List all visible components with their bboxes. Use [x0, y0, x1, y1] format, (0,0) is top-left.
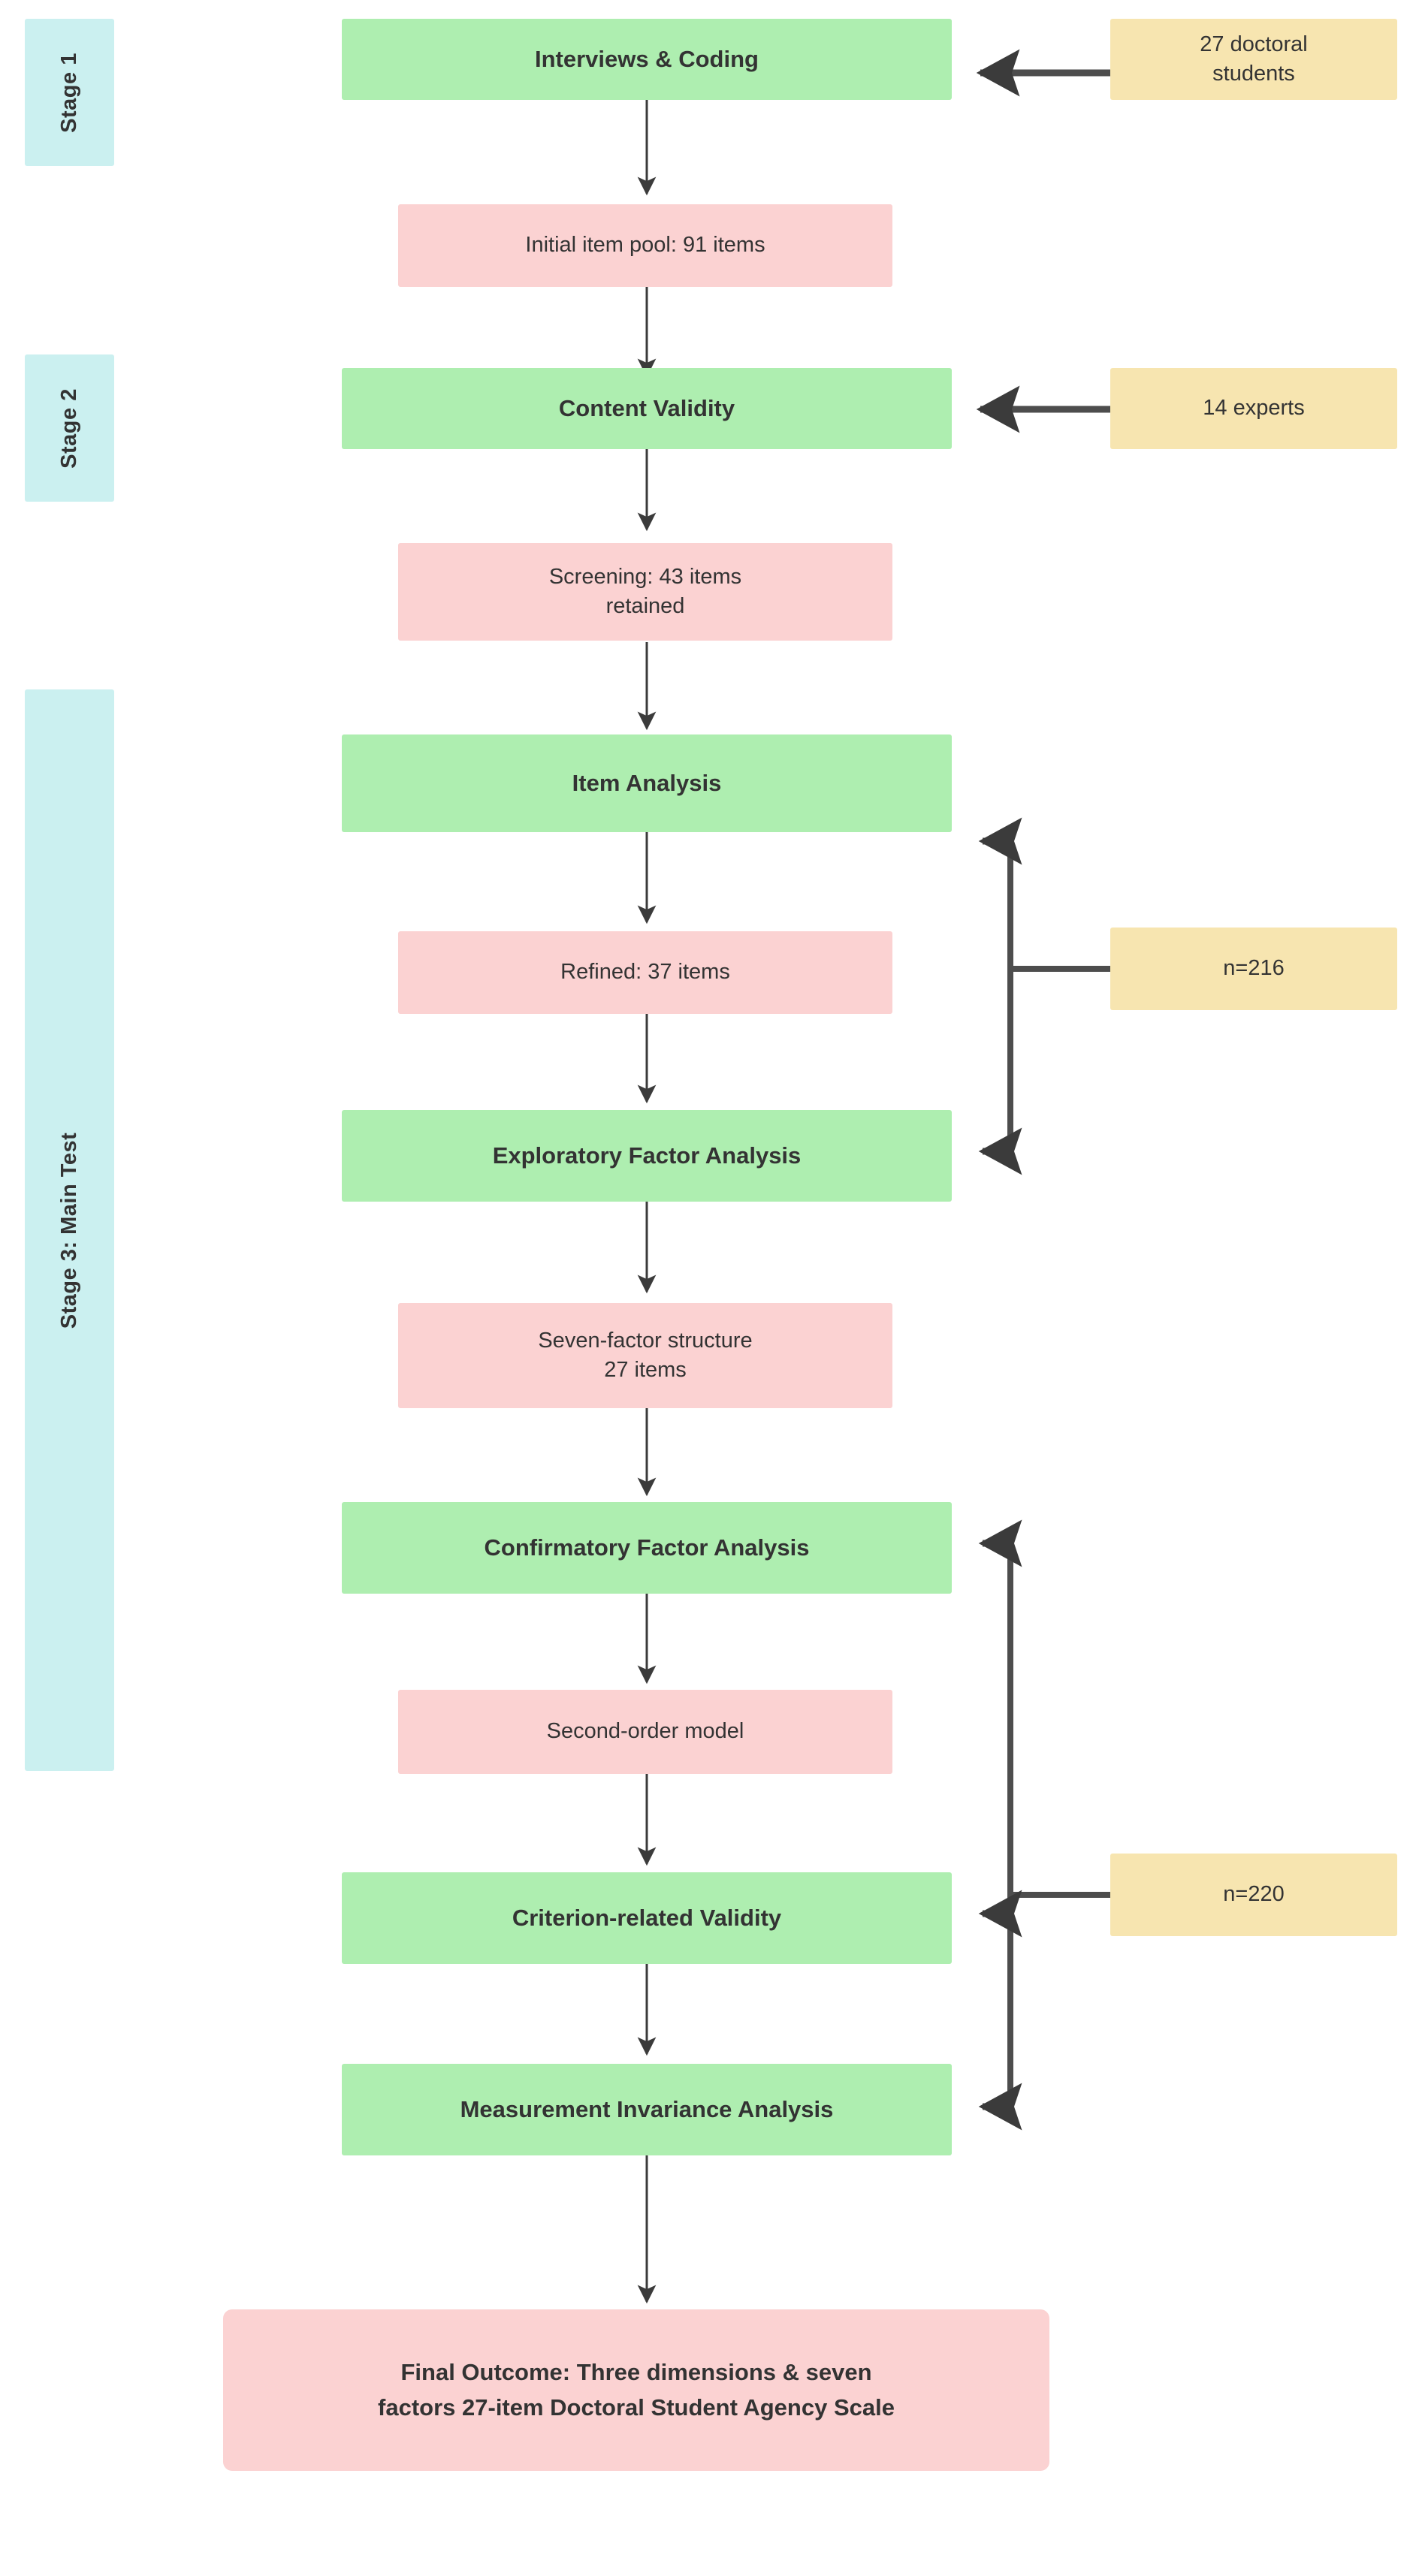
node-measurement-invariance[interactable]: Measurement Invariance Analysis: [342, 2064, 952, 2155]
node-item-analysis[interactable]: Item Analysis: [342, 734, 952, 832]
node-screening[interactable]: Screening: 43 items retained: [398, 543, 892, 641]
edge-n220-bracket-upper: [1007, 1543, 1110, 1898]
node-refined[interactable]: Refined: 37 items: [398, 931, 892, 1014]
stage-band-1-label: Stage 1: [56, 52, 81, 133]
stage-band-1: Stage 1: [25, 19, 114, 166]
node-interviews-coding[interactable]: Interviews & Coding: [342, 19, 952, 100]
node-seven-factor-structure[interactable]: Seven-factor structure 27 items: [398, 1303, 892, 1408]
node-final-outcome[interactable]: Final Outcome: Three dimensions & seven …: [223, 2309, 1049, 2471]
node-sample-doctoral-students[interactable]: 27 doctoral students: [1110, 19, 1397, 100]
node-initial-item-pool[interactable]: Initial item pool: 91 items: [398, 204, 892, 287]
edge-n216-bracket-upper: [1007, 841, 1110, 972]
node-criterion-related-validity[interactable]: Criterion-related Validity: [342, 1872, 952, 1964]
node-cfa[interactable]: Confirmatory Factor Analysis: [342, 1502, 952, 1594]
node-efa[interactable]: Exploratory Factor Analysis: [342, 1110, 952, 1202]
node-sample-n216[interactable]: n=216: [1110, 928, 1397, 1010]
stage-band-3: Stage 3: Main Test: [25, 689, 114, 1771]
node-second-order-model[interactable]: Second-order model: [398, 1690, 892, 1774]
node-sample-n220[interactable]: n=220: [1110, 1854, 1397, 1936]
node-sample-experts[interactable]: 14 experts: [1110, 368, 1397, 449]
node-content-validity[interactable]: Content Validity: [342, 368, 952, 449]
stage-band-2: Stage 2: [25, 354, 114, 502]
stage-band-2-label: Stage 2: [56, 388, 81, 469]
stage-band-3-label: Stage 3: Main Test: [57, 1132, 81, 1329]
